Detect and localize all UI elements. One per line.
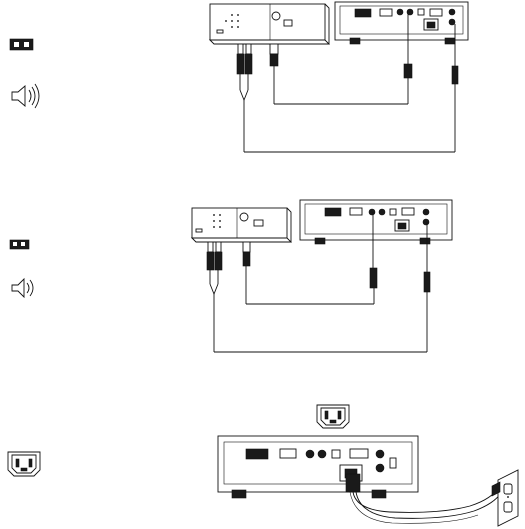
projector <box>218 436 418 498</box>
projector <box>335 2 468 44</box>
speaker-audio-icon <box>12 279 33 297</box>
diagram-power <box>8 405 518 526</box>
video-source-device <box>210 4 329 44</box>
power-socket-icon <box>8 452 40 476</box>
video-source-device <box>192 208 291 242</box>
speaker-audio-icon <box>12 84 39 108</box>
diagram-audio-video-a <box>10 2 468 152</box>
diagram-audio-video-b <box>10 200 452 352</box>
composite-video-icon <box>10 240 29 249</box>
wall-outlet <box>492 470 518 526</box>
power-socket-icon <box>317 405 349 428</box>
projector <box>300 200 452 244</box>
composite-video-icon <box>10 39 33 50</box>
